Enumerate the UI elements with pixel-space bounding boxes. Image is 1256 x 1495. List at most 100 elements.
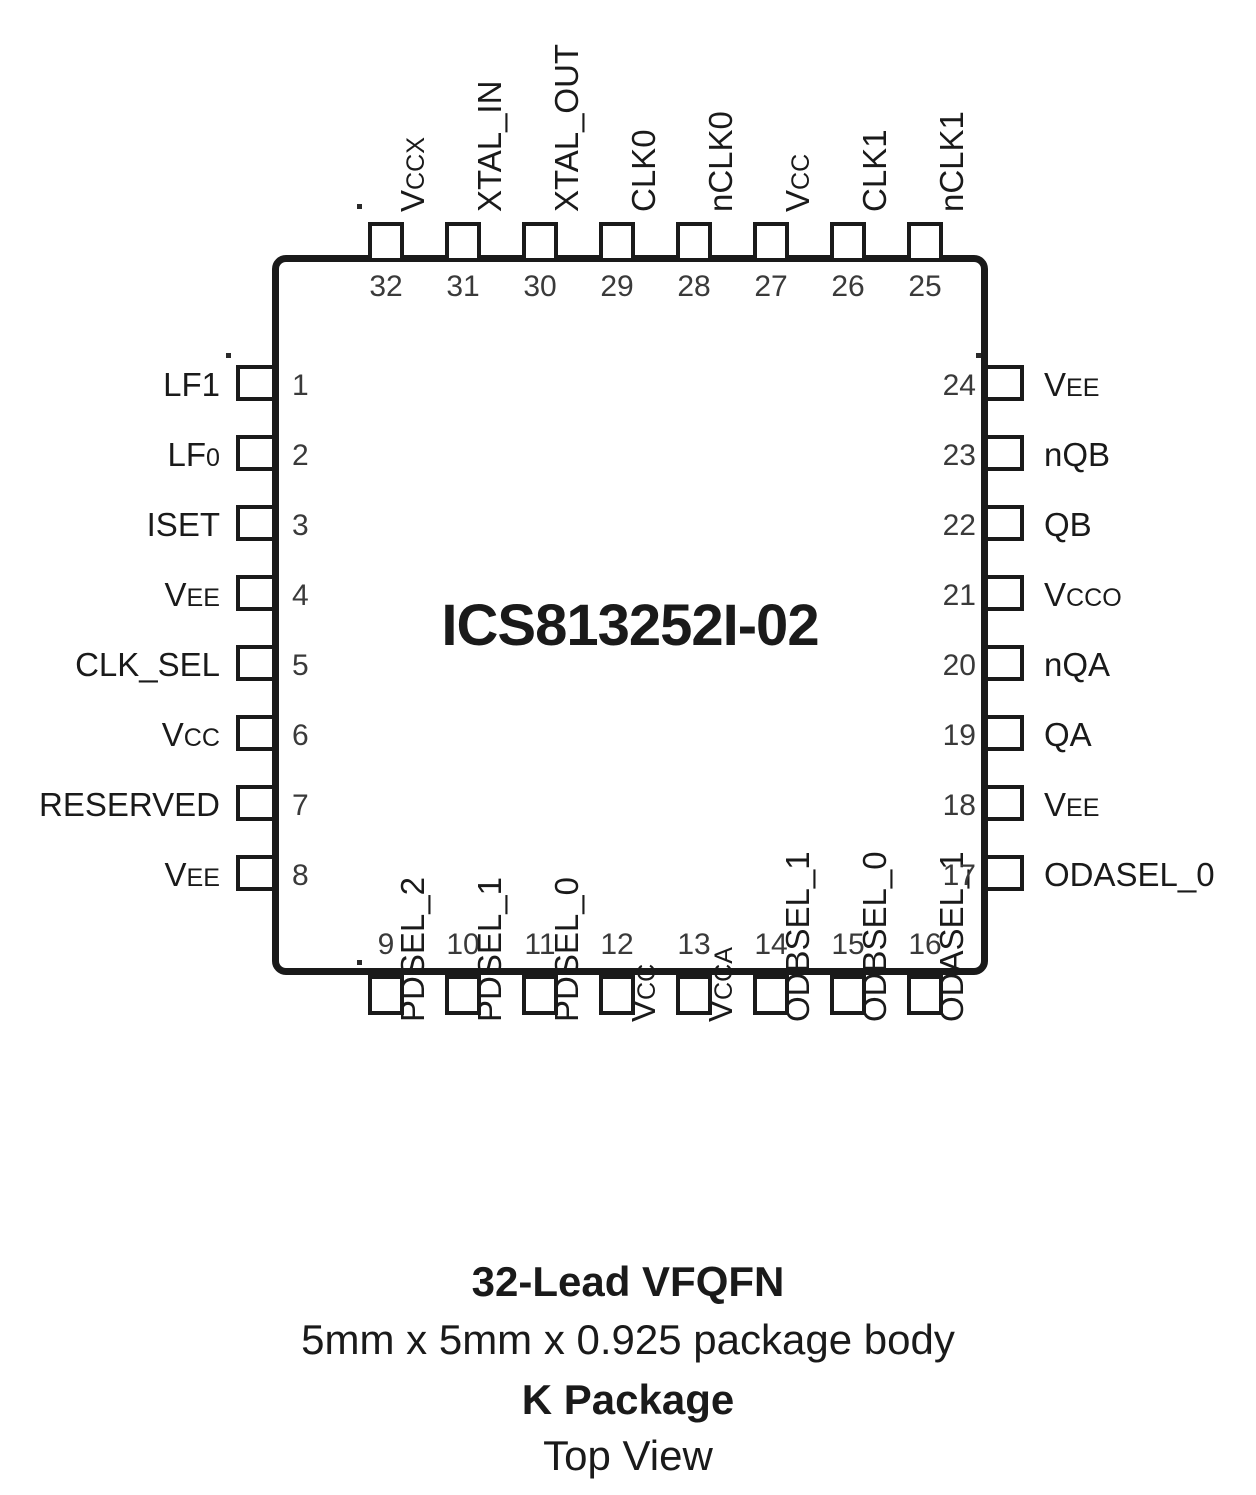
pin-label-31: XTAL_IN xyxy=(471,80,508,212)
caption-line-body-size: 5mm x 5mm x 0.925 package body xyxy=(301,1316,955,1363)
pin-label-3: ISET xyxy=(146,506,220,543)
pin-number-4: 4 xyxy=(292,579,309,612)
pin-number-3: 3 xyxy=(292,509,309,542)
pin-label-9: PDSEL_2 xyxy=(394,877,431,1022)
pin-label-27: VCC xyxy=(779,153,816,212)
pin-box-24 xyxy=(984,365,1024,401)
pin-box-19 xyxy=(984,715,1024,751)
pin-label-26: CLK1 xyxy=(856,129,893,212)
pin-label-12: VCC xyxy=(625,963,662,1022)
pin-number-8: 8 xyxy=(292,859,309,892)
pin-box-22 xyxy=(984,505,1024,541)
pin-number-18: 18 xyxy=(942,789,976,822)
pin-box-32 xyxy=(368,222,404,262)
caption-line-view: Top View xyxy=(543,1432,713,1479)
caption-line-package: K Package xyxy=(521,1376,735,1423)
pin-number-31: 31 xyxy=(446,270,480,303)
pin-label-8: VEE xyxy=(164,856,220,893)
pin-box-1 xyxy=(236,365,276,401)
pin-number-15: 15 xyxy=(831,928,865,961)
pin-number-27: 27 xyxy=(754,270,788,303)
pin-number-32: 32 xyxy=(369,270,403,303)
scan-artifact-dot xyxy=(976,353,981,358)
pin-box-11 xyxy=(522,975,558,1015)
pin-box-18 xyxy=(984,785,1024,821)
pin-label-20: nQA xyxy=(1044,646,1111,683)
pin-number-25: 25 xyxy=(908,270,942,303)
package-body-outline xyxy=(272,255,988,975)
pin-box-4 xyxy=(236,575,276,611)
pin-number-17: 17 xyxy=(942,859,976,892)
pin-number-24: 24 xyxy=(942,369,976,402)
scan-artifact-dot xyxy=(357,204,362,209)
scan-artifact-dot xyxy=(226,353,231,358)
pin-label-15: ODBSEL_0 xyxy=(856,851,893,1022)
pin-label-13: VCCA xyxy=(702,947,739,1022)
pin-number-12: 12 xyxy=(600,928,634,961)
pin-box-13 xyxy=(676,975,712,1015)
pin-number-23: 23 xyxy=(942,439,976,472)
caption-line-lead-count: 32-Lead VFQFN xyxy=(471,1258,785,1305)
pin-box-15 xyxy=(830,975,866,1015)
pin-box-28 xyxy=(676,222,712,262)
pin-box-23 xyxy=(984,435,1024,471)
pin-box-7 xyxy=(236,785,276,821)
pin-label-18: VEE xyxy=(1044,786,1100,823)
pin-number-5: 5 xyxy=(292,649,309,682)
pin-number-30: 30 xyxy=(523,270,557,303)
pin-number-6: 6 xyxy=(292,719,309,752)
pin-box-9 xyxy=(368,975,404,1015)
pin-number-13: 13 xyxy=(677,928,711,961)
pin-box-25 xyxy=(907,222,943,262)
pin-box-2 xyxy=(236,435,276,471)
pin-label-17: ODASEL_0 xyxy=(1044,856,1215,893)
pin-number-14: 14 xyxy=(754,928,788,961)
pin-box-6 xyxy=(236,715,276,751)
pin-box-5 xyxy=(236,645,276,681)
pin-label-1: LF1 xyxy=(163,366,220,403)
pin-box-16 xyxy=(907,975,943,1015)
pin-box-27 xyxy=(753,222,789,262)
pin-number-11: 11 xyxy=(524,928,556,961)
pin-number-22: 22 xyxy=(942,509,976,542)
pin-number-29: 29 xyxy=(600,270,634,303)
pin-box-31 xyxy=(445,222,481,262)
pin-label-11: PDSEL_0 xyxy=(548,877,585,1022)
pin-label-25: nCLK1 xyxy=(933,111,970,212)
pin-box-12 xyxy=(599,975,635,1015)
pin-label-19: QA xyxy=(1044,716,1092,753)
pin-label-10: PDSEL_1 xyxy=(471,877,508,1022)
pin-label-23: nQB xyxy=(1044,436,1111,473)
pin-number-9: 9 xyxy=(377,928,395,961)
pin-number-1: 1 xyxy=(292,369,309,402)
pin-box-29 xyxy=(599,222,635,262)
pin-label-7: RESERVED xyxy=(39,786,220,823)
pin-number-20: 20 xyxy=(942,649,976,682)
pin-label-6: VCC xyxy=(161,716,220,753)
pin-box-20 xyxy=(984,645,1024,681)
pin-label-14: ODBSEL_1 xyxy=(779,851,816,1022)
pin-box-26 xyxy=(830,222,866,262)
pin-label-32: VCCX xyxy=(394,137,431,212)
pin-label-22: QB xyxy=(1044,506,1092,543)
pin-number-21: 21 xyxy=(942,579,976,612)
pin-box-17 xyxy=(984,855,1024,891)
part-number-label: ICS813252I-02 xyxy=(441,593,819,658)
pin-label-30: XTAL_OUT xyxy=(548,43,585,212)
pin-label-21: VCCO xyxy=(1044,576,1122,613)
pin-number-26: 26 xyxy=(831,270,865,303)
pin-box-3 xyxy=(236,505,276,541)
scan-artifact-dot xyxy=(357,960,362,965)
pin-number-7: 7 xyxy=(292,789,309,822)
pin-number-28: 28 xyxy=(677,270,711,303)
pin-box-8 xyxy=(236,855,276,891)
pin-box-21 xyxy=(984,575,1024,611)
pin-box-10 xyxy=(445,975,481,1015)
pin-number-19: 19 xyxy=(942,719,976,752)
pin-label-2: LF0 xyxy=(167,436,220,473)
pin-number-2: 2 xyxy=(292,439,309,472)
pin-label-28: nCLK0 xyxy=(702,111,739,212)
pin-box-14 xyxy=(753,975,789,1015)
pin-label-24: VEE xyxy=(1044,366,1100,403)
